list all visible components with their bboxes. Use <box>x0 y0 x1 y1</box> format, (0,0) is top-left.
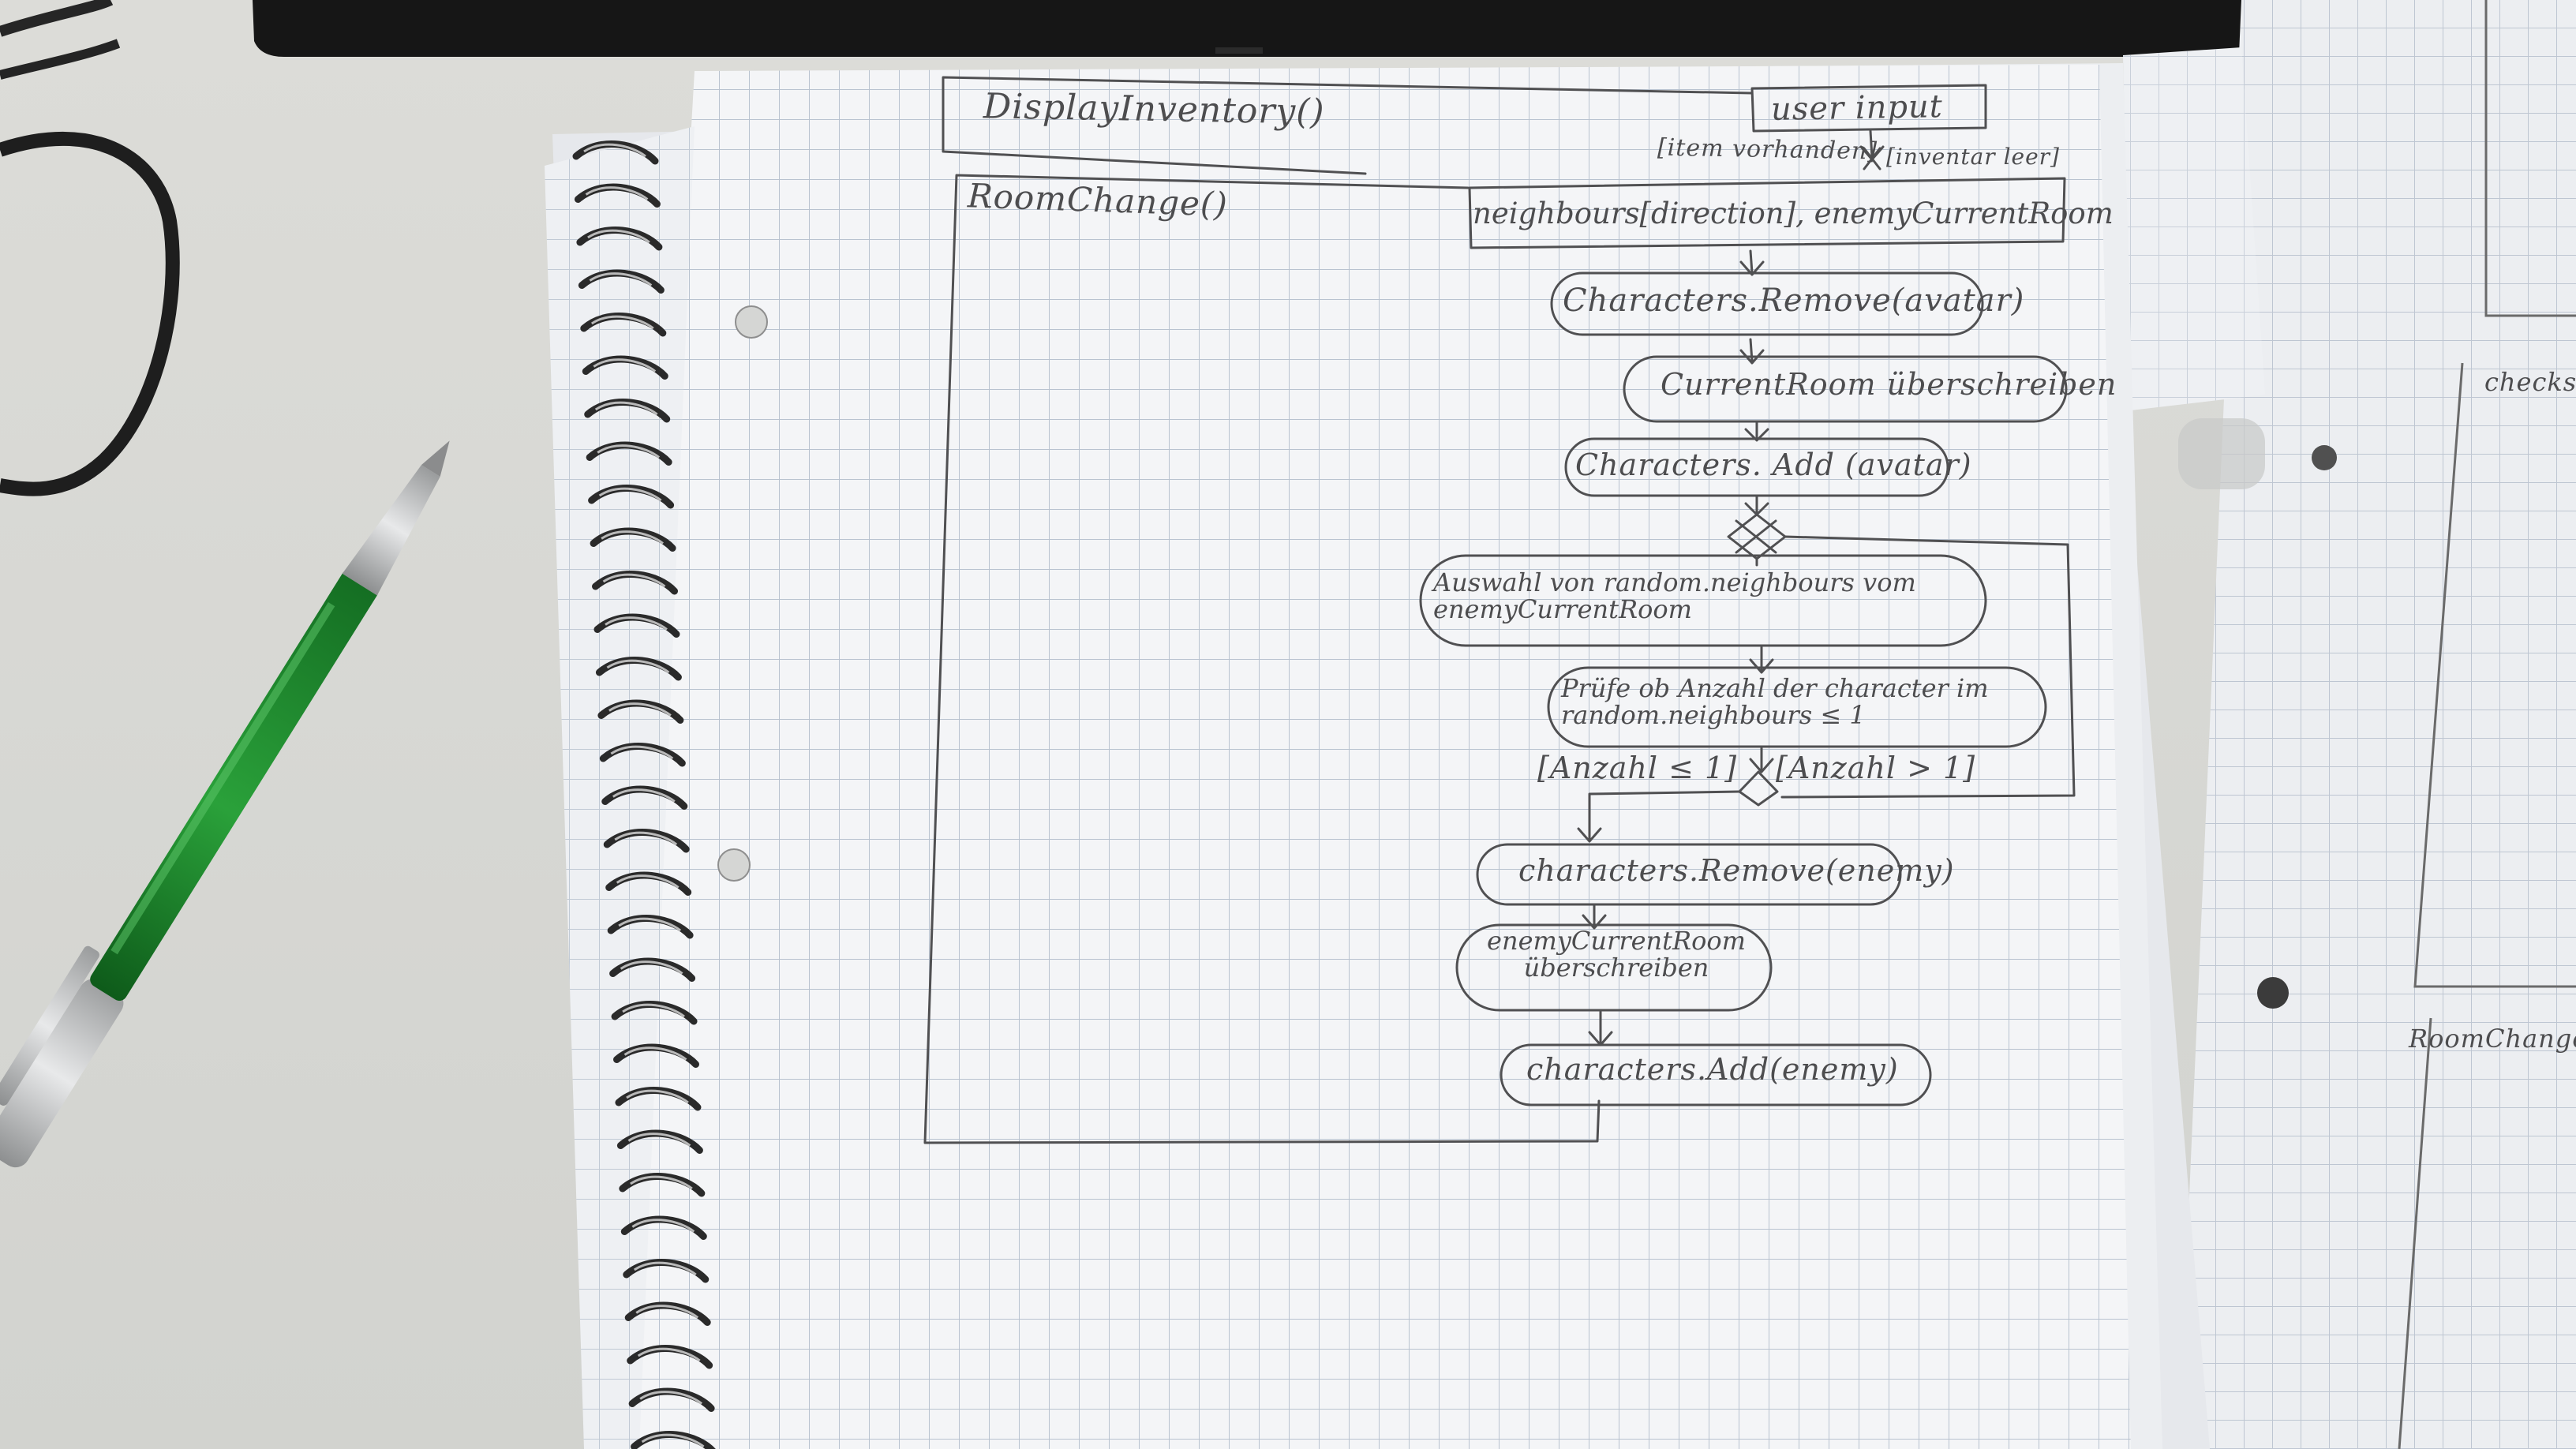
node-currentroom-text: CurrentRoom überschreiben <box>1661 367 2117 402</box>
pen <box>0 440 450 1168</box>
side-page-label-top: checks <box>2484 367 2576 397</box>
spiral-coil <box>607 915 694 939</box>
node-neighbours-text: neighbours[direction], enemyCurrentRoom <box>1473 197 2114 230</box>
spiral-coil <box>572 140 659 165</box>
spiral-coil <box>601 785 688 810</box>
roomchange-title: RoomChange() <box>967 176 1229 224</box>
spiral-coil <box>620 1215 707 1240</box>
spiral-coil <box>595 657 682 681</box>
spiral-coil <box>609 957 696 982</box>
spiral-coil <box>624 1301 711 1326</box>
spiral-coil <box>588 485 675 509</box>
cable <box>0 132 180 496</box>
spiral-coil <box>605 871 692 896</box>
spiral-coil <box>574 183 661 208</box>
side-page-label-bottom: RoomChange <box>2409 1024 2576 1054</box>
spiral-coil <box>627 1345 713 1369</box>
node-remove-enemy-text: characters.Remove(enemy) <box>1518 853 1955 888</box>
spiral-coil <box>590 527 676 552</box>
spiral-coil <box>593 613 680 638</box>
node-pruefe-text: Prüfe ob Anzahl der character im random.… <box>1561 673 1989 730</box>
spiral-coil <box>631 1431 716 1449</box>
node-add-enemy-text: characters.Add(enemy) <box>1526 1052 1899 1087</box>
arrow-8 <box>1588 1010 1613 1046</box>
spiral-coil <box>592 571 679 595</box>
laptop-edge <box>253 0 2241 57</box>
node-auswahl-text: Auswahl von random.neighbours vom enemyC… <box>1433 567 1916 624</box>
spiral-coil <box>580 313 667 337</box>
decision-anzahl <box>1738 770 1779 807</box>
spiral-coil <box>613 1043 700 1068</box>
spiral-coil <box>615 1087 702 1111</box>
arrow-3 <box>1744 420 1769 442</box>
spiral-coil <box>611 1001 698 1025</box>
spiral-coil <box>578 269 665 294</box>
spiral-coil <box>597 699 684 724</box>
arrow-1 <box>1739 249 1765 276</box>
spiral-coil <box>628 1387 715 1412</box>
spiral-coil <box>623 1259 710 1283</box>
outer-frame-title: DisplayInventory() <box>983 86 1326 133</box>
spiral-coil <box>616 1129 703 1154</box>
arrow-7 <box>1582 903 1607 930</box>
arrow-6 <box>1749 745 1774 773</box>
guard-item-vorhanden: [item vorhanden] <box>1657 133 1878 166</box>
node-add-avatar-text: Characters. Add (avatar) <box>1575 447 1972 482</box>
arrow-5 <box>1749 646 1774 674</box>
spiral-coil <box>599 743 686 767</box>
guard-anzahl-gt-1: [Anzahl > 1] <box>1776 751 1976 785</box>
spiral-coil <box>584 399 671 423</box>
user-input-label: user input <box>1770 88 1944 128</box>
branch-left <box>1577 790 1741 843</box>
arrow-4 <box>1744 494 1769 516</box>
node-enemycurrentroom-text: enemyCurrentRoom überschreiben <box>1487 926 1746 983</box>
merge-node <box>1727 513 1787 560</box>
roomchange-frame <box>923 174 1601 1144</box>
node-remove-avatar-text: Characters.Remove(avatar) <box>1563 283 2025 319</box>
spiral-coil <box>586 441 672 466</box>
arrow-2 <box>1739 338 1765 365</box>
spiral-coil <box>576 227 663 251</box>
spiral-coil <box>603 829 690 853</box>
guard-inventar-leer: [inventar leer] <box>1886 144 2060 170</box>
guard-anzahl-le-1: [Anzahl ≤ 1] <box>1537 751 1738 785</box>
spiral-coil <box>582 355 668 380</box>
spiral-coil <box>619 1173 706 1197</box>
